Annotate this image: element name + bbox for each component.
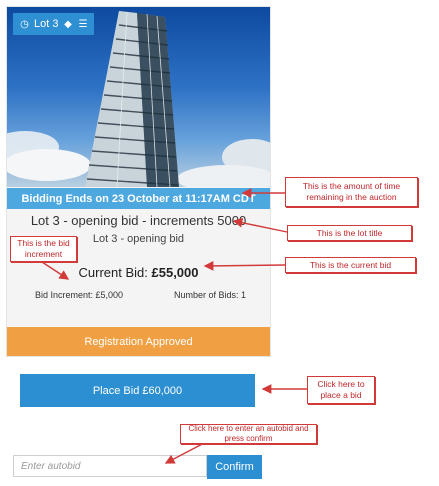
- current-bid-value: £55,000: [151, 265, 199, 280]
- bidding-ends-bar: Bidding Ends on 23 October at 11:17AM CD…: [7, 188, 270, 209]
- current-bid-label: Current Bid:: [78, 265, 148, 280]
- registration-status-bar: Registration Approved: [7, 327, 270, 356]
- annotation-autobid: Click here to enter an autobid and press…: [180, 424, 317, 444]
- annotation-place-bid: Click here to place a bid: [307, 376, 375, 404]
- autobid-input[interactable]: Enter autobid: [13, 455, 207, 477]
- lot-badge-label: Lot 3: [34, 18, 59, 30]
- place-bid-button[interactable]: Place Bid £60,000: [20, 374, 255, 407]
- annotation-current-bid: This is the current bid: [285, 257, 416, 273]
- lot-card: ◷ Lot 3 ◆ ☰ Bidding Ends on 23 October a…: [6, 6, 271, 357]
- confirm-button[interactable]: Confirm: [207, 455, 262, 479]
- number-of-bids: Number of Bids: 1: [174, 290, 247, 300]
- lot-badge[interactable]: ◷ Lot 3 ◆ ☰: [13, 13, 95, 35]
- annotation-bid-increment: This is the bid increment: [10, 236, 77, 262]
- annotation-time-remaining: This is the amount of time remaining in …: [285, 177, 418, 207]
- annotation-lot-title: This is the lot title: [287, 225, 412, 241]
- lot-subtitle: Lot 3 - opening bid: [92, 233, 185, 245]
- binoculars-icon[interactable]: ◆: [64, 18, 72, 30]
- list-icon[interactable]: ☰: [78, 18, 88, 30]
- current-bid: Current Bid: £55,000: [7, 265, 270, 280]
- autobid-form: Enter autobid Confirm: [13, 455, 262, 479]
- lot-photo: ◷ Lot 3 ◆ ☰: [7, 7, 270, 187]
- clock-icon: ◷: [20, 18, 29, 30]
- lot-title: Lot 3 - opening bid - increments 5000: [30, 213, 247, 228]
- bid-increment: Bid Increment: £5,000: [35, 290, 124, 300]
